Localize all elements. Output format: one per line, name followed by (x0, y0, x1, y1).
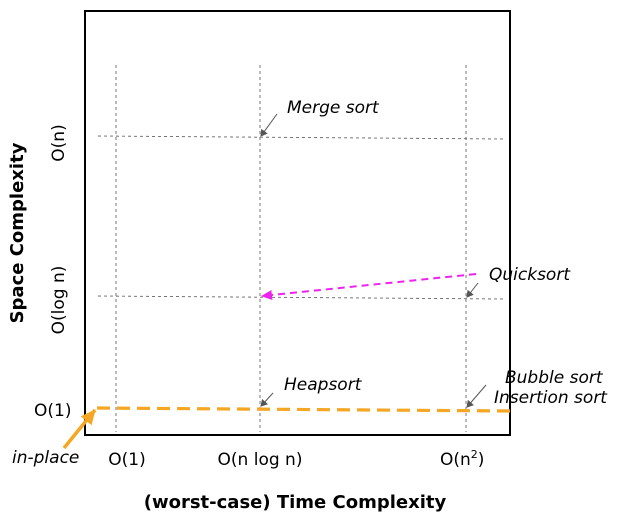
in-place-arrow (62, 408, 97, 450)
x-tick-on2-close: ) (478, 450, 485, 470)
heapsort-label: Heapsort (284, 375, 363, 395)
grid-lines (97, 65, 506, 432)
quicksort-label: Quicksort (489, 265, 571, 285)
in-place-line (96, 406, 511, 413)
x-tick-on2-exponent: 2 (471, 448, 478, 461)
x-tick-onlogn: O(n log n) (218, 450, 303, 470)
quicksort-arrow (261, 273, 477, 300)
insertion-sort-label: Insertion sort (494, 388, 608, 408)
y-tick-on: O(n) (49, 124, 69, 161)
merge-sort-pointer (260, 113, 278, 137)
x-tick-on2: O(n2) (440, 448, 484, 470)
bubble-sort-label: Bubble sort (505, 368, 604, 388)
in-place-label: in-place (12, 448, 79, 468)
plot-frame (84, 10, 511, 436)
y-tick-o1: O(1) (34, 401, 71, 421)
grid-horizontal-ologn (97, 295, 506, 300)
bubble-sort-pointer (466, 384, 487, 408)
merge-sort-label: Merge sort (287, 98, 380, 118)
x-tick-on2-base: O(n (440, 450, 471, 470)
y-axis-title: Space Complexity (7, 142, 28, 323)
y-tick-ologn: O(log n) (49, 266, 69, 335)
x-tick-o1: O(1) (108, 450, 145, 470)
quicksort-pointer (466, 282, 479, 298)
grid-horizontal-on (97, 135, 506, 140)
x-axis-title: (worst-case) Time Complexity (144, 492, 447, 513)
heapsort-pointer (260, 392, 274, 407)
